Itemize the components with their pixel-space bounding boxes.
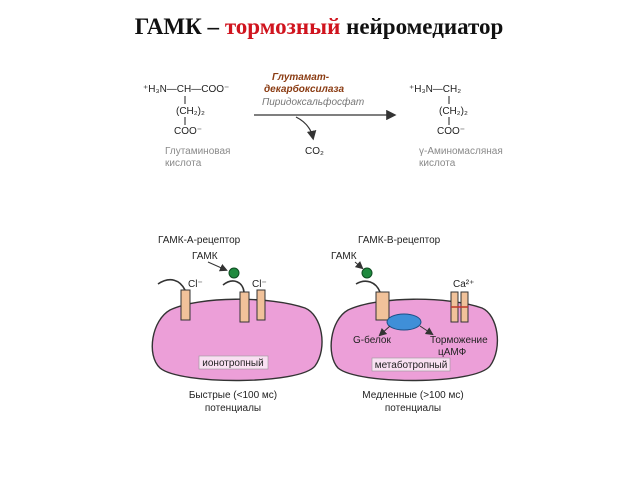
receptor-subunit: [239, 291, 250, 323]
gaba-molecule-icon: [228, 267, 240, 279]
product-formula-line3: COO⁻: [437, 126, 465, 137]
caption-line2: потенциалы: [205, 403, 261, 414]
substrate-formula-line1: ⁺H₃N—CH—COO⁻: [143, 84, 229, 95]
ligand-label: ГАМК: [192, 251, 218, 262]
gaba-b-receptor: [375, 291, 390, 321]
product-name-line1: γ-Аминомасляная: [419, 146, 503, 157]
enzyme-label-line2: декарбоксилаза: [264, 83, 345, 95]
receptor-title: ГАМК-А-рецептор: [158, 235, 241, 246]
slide-title: ГАМК – тормозный нейромедиатор: [0, 14, 638, 40]
g-protein-arrow: [378, 325, 391, 337]
receptor-subunit: [256, 289, 266, 321]
receptor-subunit: [180, 289, 191, 321]
inhibition-label-line2: цАМФ: [438, 347, 467, 358]
title-accent-word: тормозный: [224, 14, 341, 39]
gaba-b-cell: ГАМК-В-рецептор ГАМК Ca²⁺ G-белок Тормож…: [330, 235, 498, 414]
title-prefix: ГАМК –: [134, 14, 225, 39]
inhibition-arrow: [419, 325, 434, 336]
ion-label: Ca²⁺: [453, 279, 474, 290]
ligand-arrow: [354, 261, 364, 270]
type-label: метаботропный: [375, 359, 448, 371]
reaction-scheme: ⁺H₃N—CH—COO⁻ (CH₂)₂ COO⁻ Глутаминовая ки…: [143, 72, 503, 169]
g-protein: [386, 313, 422, 331]
ligand-arrow: [207, 261, 228, 272]
receptor-arm: [157, 278, 186, 291]
gaba-a-cell: ГАМК-А-рецептор ГАМК Cl⁻ Cl⁻ ионотропный…: [151, 235, 323, 414]
substrate-formula-line3: COO⁻: [174, 126, 202, 137]
product-formula-line2: (CH₂)₂: [439, 106, 468, 117]
enzyme-label-line1: Глутамат-: [272, 72, 330, 83]
receptor-title: ГАМК-В-рецептор: [358, 235, 441, 246]
byproduct-label: CO₂: [305, 146, 324, 157]
product-name-line2: кислота: [419, 158, 456, 169]
ion-label-right: Cl⁻: [252, 279, 267, 290]
caption-line1: Быстрые (<100 мс): [189, 390, 277, 401]
inhibition-label-line1: Торможение: [430, 335, 488, 346]
ligand-label: ГАМК: [331, 251, 357, 262]
cofactor-label: Пиридоксальфосфат: [262, 96, 364, 108]
type-label-box: [198, 355, 269, 370]
substrate-name-line2: кислота: [165, 158, 202, 169]
type-label: ионотропный: [202, 358, 263, 369]
substrate-formula-line2: (CH₂)₂: [176, 106, 205, 117]
ion-label-left: Cl⁻: [188, 279, 203, 290]
type-label-box: [371, 357, 451, 372]
receptor-arm: [355, 280, 381, 293]
caption-line2: потенциалы: [385, 403, 441, 414]
receptor-arm: [222, 280, 245, 293]
co2-release-arrow: [295, 116, 317, 141]
gaba-molecule-icon: [361, 267, 373, 279]
caption-line1: Медленные (>100 мс): [362, 390, 463, 401]
substrate-name-line1: Глутаминовая: [165, 146, 230, 157]
product-formula-line1: ⁺H₃N—CH₂: [409, 84, 461, 95]
title-suffix: нейромедиатор: [340, 14, 504, 39]
g-protein-label: G-белок: [353, 334, 391, 346]
